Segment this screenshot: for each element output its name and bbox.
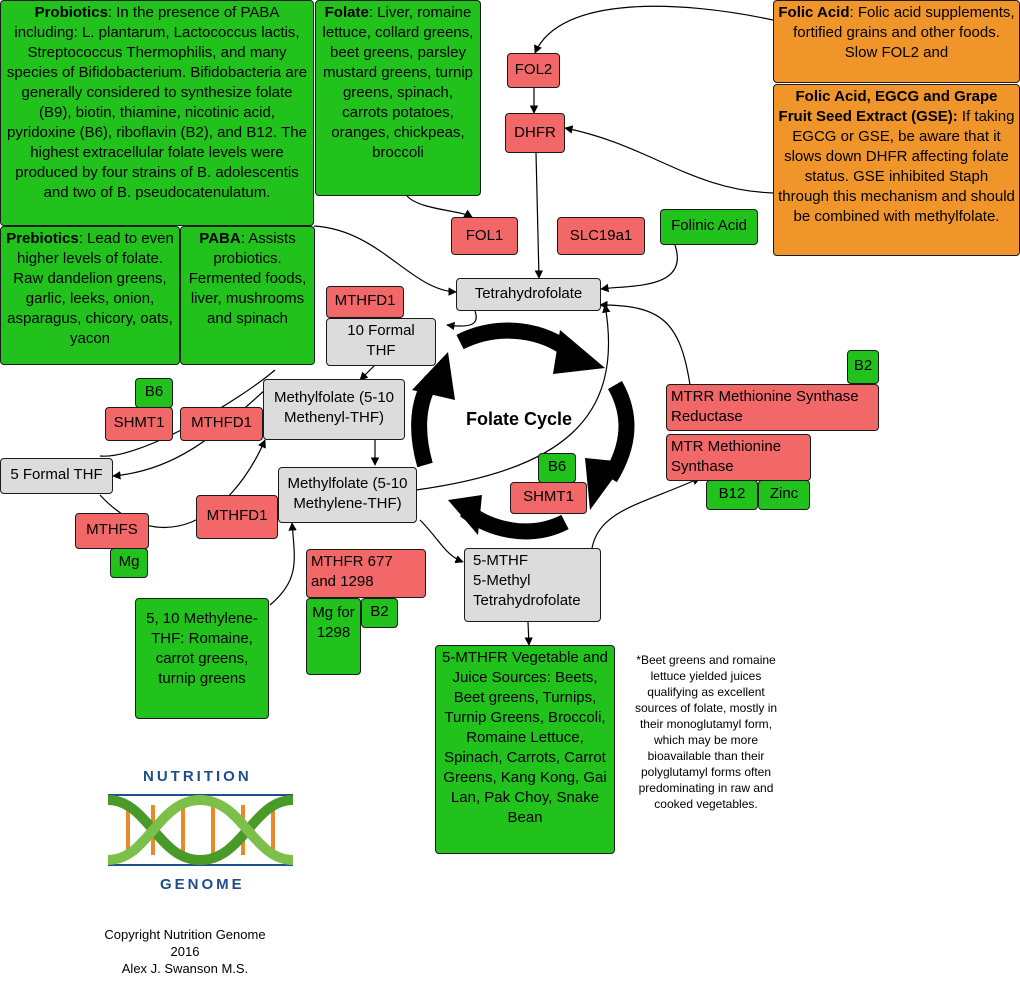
- folate-foods-box: Folate: Liver, romaine lettuce, collard …: [315, 0, 481, 196]
- cycle-head-right: [585, 458, 625, 510]
- edge-folicacid-fol2: [534, 5, 774, 54]
- node-mthfd1-low: MTHFD1: [196, 495, 278, 539]
- folate-foods-title: Folate: [324, 4, 369, 21]
- node-mthfr: MTHFR 677 and 1298: [306, 549, 426, 598]
- probiotics-box: Probiotics: In the presence of PABA incl…: [0, 0, 314, 226]
- node-b2-mthfr: B2: [361, 598, 398, 628]
- node-5-mthf-line2: 5-Methyl: [473, 572, 531, 589]
- folic-acid-title: Folic Acid: [778, 4, 850, 21]
- node-mtr: MTR Methionine Synthase: [666, 434, 811, 481]
- egcg-title: Folic Acid, EGCG and Grape Fruit Seed Ex…: [778, 88, 998, 125]
- edge-mtrr-thf: [599, 300, 691, 386]
- node-tetrahydrofolate: Tetrahydrofolate: [456, 278, 601, 311]
- edge-probiotics-thf: [313, 225, 457, 296]
- edge-10formal-methenyl: [359, 364, 376, 381]
- copyright-line3: Alex J. Swanson M.S.: [121, 961, 249, 976]
- node-b12: B12: [706, 480, 758, 510]
- folic-acid-box: Folic Acid: Folic acid supplements, fort…: [773, 0, 1020, 83]
- node-shmt1-right: SHMT1: [510, 482, 587, 514]
- node-b2-top: B2: [847, 350, 879, 384]
- node-5-mthf: 5-MTHF 5-Methyl Tetrahydrofolate: [464, 548, 601, 622]
- mthf-sources-box: 5-MTHFR Vegetable and Juice Sources: Bee…: [435, 645, 615, 854]
- cycle-head-bottom: [448, 495, 482, 535]
- cycle-head-left: [412, 352, 455, 400]
- node-zinc: Zinc: [758, 480, 810, 510]
- folic-acid-text: : Folic acid supplements, fortified grai…: [793, 4, 1015, 61]
- node-folinic-acid: Folinic Acid: [660, 209, 758, 245]
- node-fol2: FOL2: [507, 53, 560, 88]
- methylene-foods-box: 5, 10 Methylene-THF: Romaine, carrot gre…: [135, 598, 269, 719]
- copyright-line2: 2016: [170, 944, 200, 959]
- edge-dhfr-thf: [534, 152, 544, 279]
- edge-methylene-thf: [415, 304, 611, 491]
- edge-foods-methylene: [269, 522, 297, 606]
- node-mg-1298: Mg for 1298: [306, 598, 361, 675]
- node-mthfd1-mid: MTHFD1: [180, 407, 263, 441]
- folate-cycle-title: Folate Cycle: [466, 409, 573, 429]
- node-b6-left: B6: [135, 378, 173, 408]
- edge-thf-10formal: [446, 310, 477, 331]
- egcg-text: If taking EGCG or GSE, be aware that it …: [778, 108, 1015, 225]
- prebiotics-title: Prebiotics: [6, 230, 79, 247]
- node-dhfr: DHFR: [505, 113, 565, 153]
- node-methylene-thf: Methylfolate (5-10 Methylene-THF): [278, 467, 417, 523]
- node-methenyl-thf: Methylfolate (5-10 Methenyl-THF): [263, 379, 405, 440]
- edge-methenyl-5formal: [112, 389, 266, 480]
- node-mthfs: MTHFS: [75, 513, 149, 549]
- node-5-formal-thf: 5 Formal THF: [0, 458, 113, 494]
- edge-5mthf-sources: [524, 621, 533, 646]
- edge-folinic-thf: [600, 244, 678, 293]
- node-mtrr: MTRR Methionine Synthase Reductase: [666, 384, 879, 431]
- prebiotics-text: : Lead to even higher levels of folate. …: [7, 230, 174, 347]
- dna-helix-icon: [108, 794, 293, 866]
- node-slc19a1: SLC19a1: [557, 217, 645, 255]
- node-mthfd1-top: MTHFD1: [326, 286, 404, 318]
- node-5-mthf-line3: Tetrahydrofolate: [473, 592, 581, 609]
- node-5-mthf-line1: 5-MTHF: [473, 552, 528, 569]
- cycle-arc-top: [456, 322, 578, 360]
- juice-footnote: *Beet greens and romaine lettuce yielded…: [634, 653, 778, 811]
- edge-egcg-dhfr: [564, 125, 774, 194]
- egcg-box: Folic Acid, EGCG and Grape Fruit Seed Ex…: [773, 84, 1020, 256]
- node-10-formal-thf: 10 Formal THF: [326, 318, 436, 366]
- prebiotics-box: Prebiotics: Lead to even higher levels o…: [0, 226, 180, 365]
- edge-methylene-5mthf: [419, 519, 464, 564]
- probiotics-title: Probiotics: [34, 4, 108, 21]
- node-b6-right: B6: [538, 453, 576, 483]
- paba-text: : Assists probiotics. Fermented foods, l…: [188, 230, 307, 327]
- cycle-head-top: [553, 330, 605, 374]
- copyright-line1: Copyright Nutrition Genome: [104, 927, 266, 942]
- folate-foods-text: : Liver, romaine lettuce, collard greens…: [322, 4, 474, 161]
- node-mg-left: Mg: [110, 548, 148, 578]
- probiotics-text: : In the presence of PABA including: L. …: [6, 4, 308, 201]
- logo-bottom-text: GENOME: [160, 876, 245, 893]
- paba-box: PABA: Assists probiotics. Fermented food…: [180, 226, 315, 365]
- node-fol1: FOL1: [451, 217, 518, 255]
- folate-cycle-heads: [412, 330, 625, 535]
- edge-5mthf-mtr: [591, 477, 701, 549]
- node-shmt1-left: SHMT1: [105, 407, 173, 441]
- paba-title: PABA: [199, 230, 241, 247]
- copyright-block: Copyright Nutrition Genome 2016 Alex J. …: [95, 926, 275, 977]
- edge-folate-fol1: [406, 195, 473, 218]
- logo-top-text: NUTRITION: [143, 768, 252, 785]
